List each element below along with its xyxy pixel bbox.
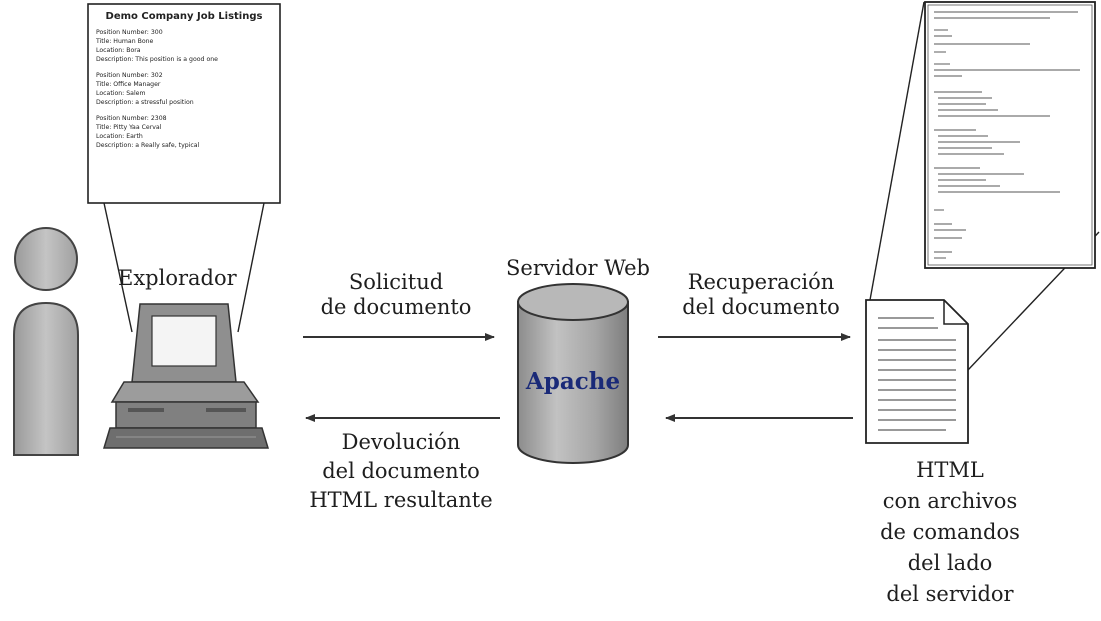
listing-location: Location: Salem bbox=[96, 90, 146, 97]
file-label-line4: del lado bbox=[907, 551, 993, 575]
listing-description: Description: This position is a good one bbox=[96, 56, 218, 63]
user-person-icon bbox=[13, 227, 79, 456]
source-code-callout bbox=[869, 1, 1100, 371]
browser-label: Explorador bbox=[118, 266, 237, 290]
listing-position-number: Position Number: 2308 bbox=[96, 115, 167, 122]
retrieval-label-line1: Recuperación bbox=[687, 270, 835, 294]
request-label-line1: Solicitud bbox=[348, 270, 444, 294]
computer-icon bbox=[102, 303, 270, 449]
return-label-line3: HTML resultante bbox=[309, 488, 493, 512]
listing-location: Location: Earth bbox=[96, 133, 143, 140]
listing-description: Description: a Really safe, typical bbox=[96, 142, 200, 149]
listing-entry: Position Number: 2308 Title: Pitty Yaa C… bbox=[96, 114, 276, 150]
listing-title: Demo Company Job Listings bbox=[105, 11, 263, 22]
request-label: Solicitud de documento bbox=[316, 270, 476, 320]
file-label-line1: HTML bbox=[916, 458, 984, 482]
listing-entry: Position Number: 302 Title: Office Manag… bbox=[96, 71, 276, 107]
file-label-line3: de comandos bbox=[880, 520, 1020, 544]
file-label: HTML con archivos de comandos del lado d… bbox=[860, 455, 1040, 610]
return-label-line2: del documento bbox=[322, 459, 480, 483]
server-name: Apache bbox=[525, 368, 621, 395]
return-label-line1: Devolución bbox=[341, 430, 461, 454]
html-document-icon bbox=[865, 299, 969, 444]
listing-position-number: Position Number: 300 bbox=[96, 29, 163, 36]
listing-position-title: Title: Pitty Yaa Cerval bbox=[96, 124, 162, 131]
listing-description: Description: a stressful position bbox=[96, 99, 194, 106]
code-lines bbox=[934, 11, 1080, 259]
listing-position-title: Title: Office Manager bbox=[96, 81, 161, 88]
retrieval-label-line2: del documento bbox=[682, 295, 840, 319]
listing-location: Location: Bora bbox=[96, 47, 141, 54]
browser-page-callout bbox=[87, 3, 281, 333]
job-listings-page: Demo Company Job Listings Position Numbe… bbox=[92, 8, 276, 200]
web-server-cylinder-icon bbox=[517, 283, 629, 464]
retrieval-label: Recuperación del documento bbox=[666, 270, 856, 320]
listing-entry: Position Number: 300 Title: Human Bone L… bbox=[96, 28, 276, 64]
listing-position-number: Position Number: 302 bbox=[96, 72, 163, 79]
server-label: Servidor Web bbox=[506, 256, 650, 280]
listing-position-title: Title: Human Bone bbox=[96, 38, 154, 45]
request-label-line2: de documento bbox=[320, 295, 472, 319]
file-label-line2: con archivos bbox=[882, 489, 1018, 513]
file-label-line5: del servidor bbox=[886, 582, 1014, 606]
return-label: Devolución del documento HTML resultante bbox=[296, 428, 506, 515]
